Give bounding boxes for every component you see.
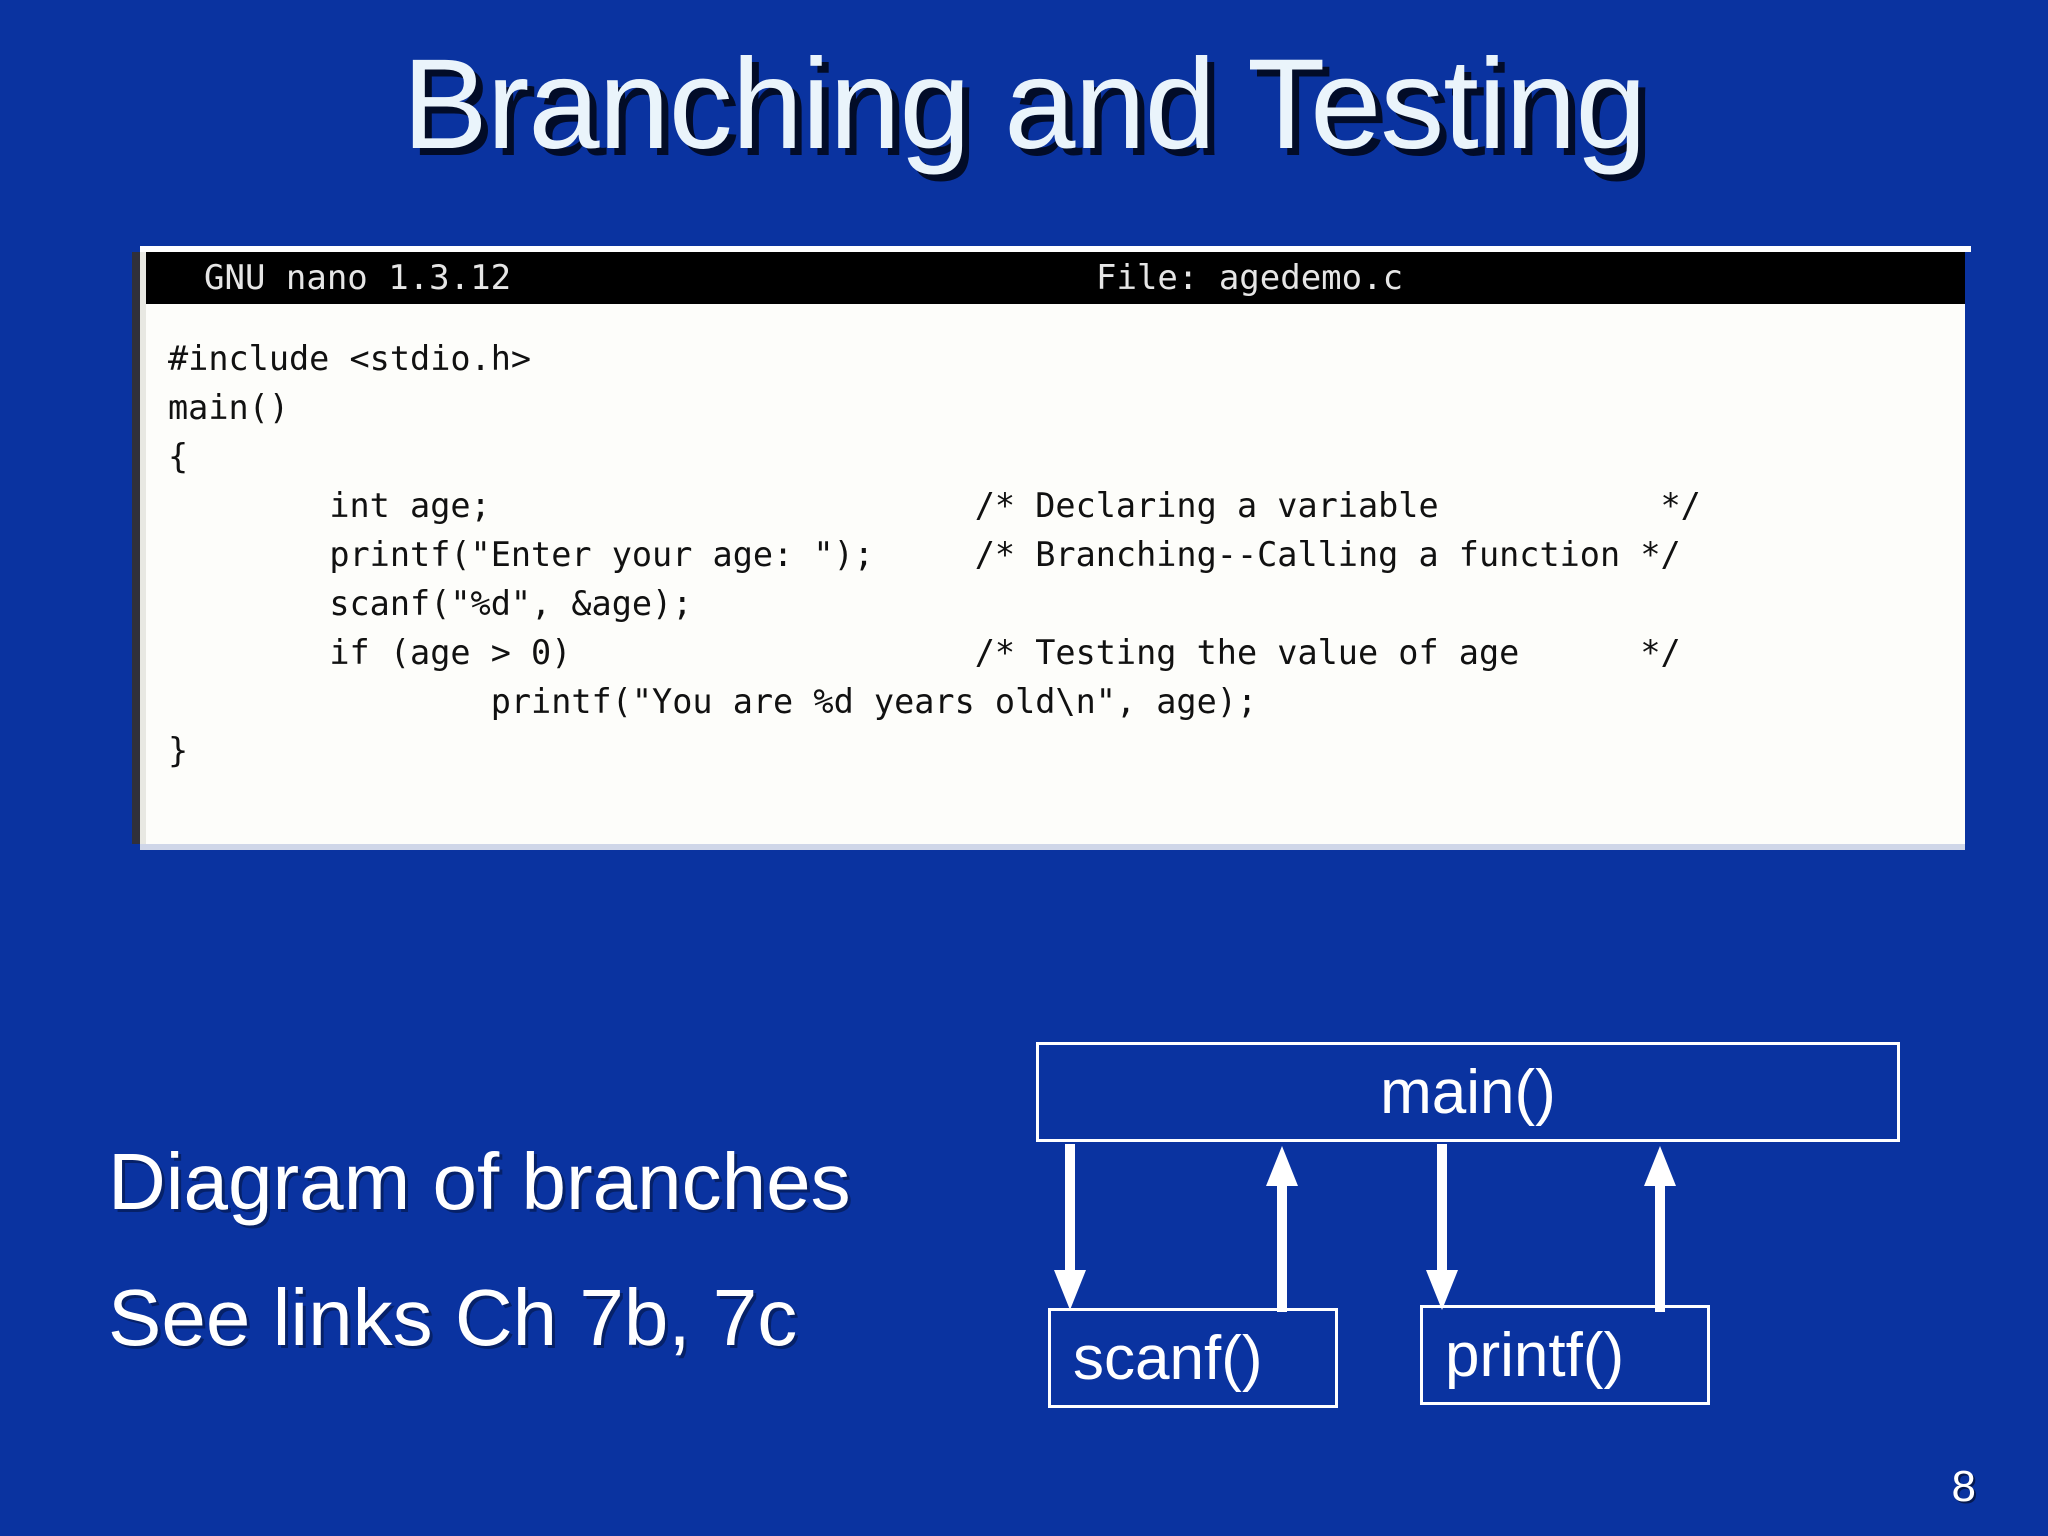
arrow-down-main-to-printf-icon xyxy=(1424,1144,1460,1312)
nano-editor-screenshot: GNU nano 1.3.12 File: agedemo.c #include… xyxy=(140,246,1971,844)
arrow-up-printf-to-main-icon xyxy=(1642,1144,1678,1312)
body-text-line-1: Diagram of branches xyxy=(108,1137,851,1226)
diagram-node-scanf-label: scanf() xyxy=(1073,1323,1263,1393)
diagram-node-printf: printf() xyxy=(1420,1305,1710,1405)
diagram-node-main: main() xyxy=(1036,1042,1900,1142)
nano-editor-body: #include <stdio.h> main() { int age; /* … xyxy=(146,304,1965,844)
nano-title-bar: GNU nano 1.3.12 File: agedemo.c xyxy=(146,252,1965,304)
nano-app-version: GNU nano 1.3.12 xyxy=(204,258,512,298)
arrow-up-scanf-to-main-icon xyxy=(1264,1144,1300,1312)
diagram-node-printf-label: printf() xyxy=(1445,1320,1625,1390)
source-code: #include <stdio.h> main() { int age; /* … xyxy=(168,339,1701,770)
page-title: Branching and Testing xyxy=(402,33,1646,176)
call-flow-diagram: main() scanf() printf() xyxy=(1020,1030,1920,1450)
diagram-node-main-label: main() xyxy=(1380,1057,1556,1127)
page-number: 8 xyxy=(1951,1462,1976,1511)
arrow-down-main-to-scanf-icon xyxy=(1052,1144,1088,1312)
body-text-line-2: See links Ch 7b, 7c xyxy=(108,1273,798,1362)
nano-file-label: File: agedemo.c xyxy=(1096,258,1404,298)
diagram-node-scanf: scanf() xyxy=(1048,1308,1338,1408)
